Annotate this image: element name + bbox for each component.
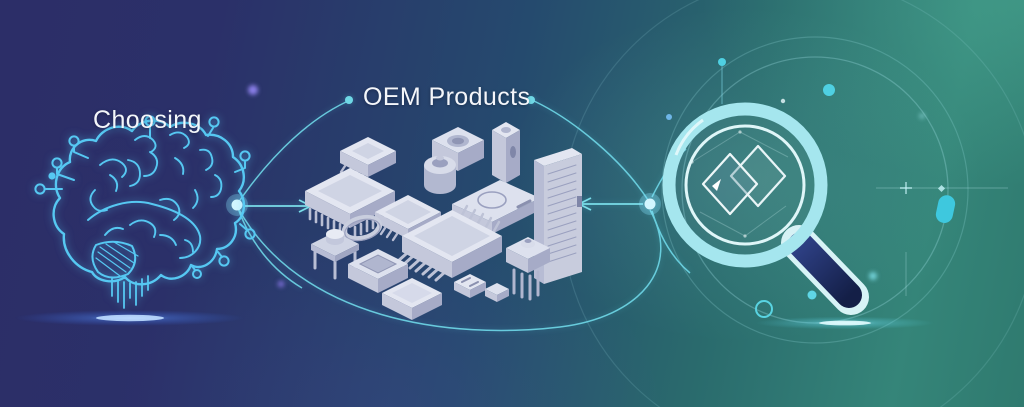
- magnifier-inner-ring: [684, 124, 806, 246]
- relay-box-icon: [492, 122, 520, 183]
- qfp-chip-icon: [395, 204, 502, 282]
- curve-brain-to-label: [237, 101, 347, 204]
- oem-label-dot-right: [527, 96, 535, 104]
- oem-products-label: OEM Products: [363, 83, 531, 111]
- curve-node-to-lens-bottom: [651, 210, 691, 274]
- terminal-block-icon: [454, 274, 509, 302]
- connector-bracket-icon: [432, 127, 484, 171]
- push-button-icon: [311, 229, 359, 280]
- gasket-ring-icon: [341, 214, 383, 242]
- choosing-label: Choosing: [93, 106, 202, 134]
- module-box-icon: [382, 278, 442, 320]
- circuit-terminals: [34, 115, 256, 279]
- magnifier-ring: [662, 102, 828, 268]
- curve-label-to-node: [533, 100, 649, 201]
- accent-dots: [666, 58, 956, 318]
- heatsink-transistor-icon: [506, 237, 550, 301]
- oem-label-dot-left: [345, 96, 353, 104]
- tick-marks: [876, 182, 1008, 296]
- capsule-node: [935, 195, 956, 223]
- curve-lower-short: [237, 207, 303, 289]
- stem-traces: [111, 275, 149, 309]
- double-diamond-logo-icon: [701, 144, 787, 216]
- magnifier-handle: [781, 225, 869, 315]
- capacitor-icon: [424, 155, 456, 194]
- curve-lower-sweep: [237, 207, 662, 332]
- cerebellum-hatch: [91, 240, 139, 279]
- socket-connector-icon: [348, 249, 408, 293]
- lens-flares: [15, 310, 935, 330]
- smd-chip-2-icon: [373, 195, 441, 242]
- ring-highlight: [674, 118, 704, 156]
